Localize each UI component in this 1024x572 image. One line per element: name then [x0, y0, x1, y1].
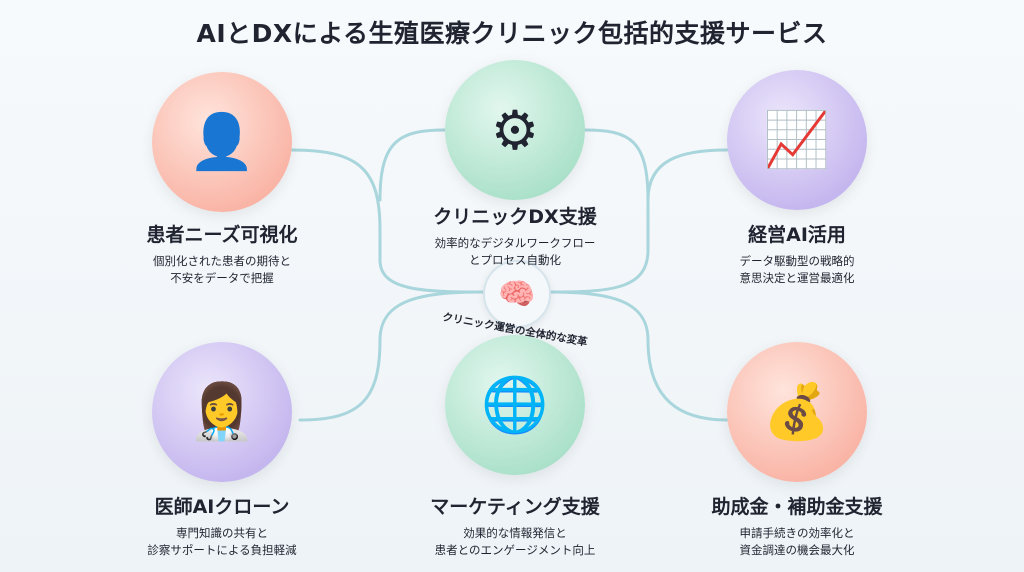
doctor-ai-clone-illustration: 👩‍⚕️ [152, 342, 292, 482]
service-doctor-ai-clone: 医師AIクローン 専門知識の共有と診察サポートによる負担軽減 [92, 492, 352, 559]
service-title: 経営AI活用 [748, 224, 846, 246]
service-desc: とプロセス自動化 [469, 253, 561, 267]
service-title: クリニックDX支援 [433, 206, 597, 228]
hub-brain-gear-icon: 🧠 [483, 260, 551, 328]
marketing-illustration: 🌐 [445, 335, 585, 475]
globe-network-icon: 🌐 [481, 373, 549, 436]
service-desc: 患者とのエンゲージメント向上 [434, 543, 596, 557]
service-desc: 申請手続きの効率化と [739, 526, 855, 540]
coins-document-icon: 💰 [763, 380, 831, 443]
doctor-avatar-icon: 👩‍⚕️ [188, 380, 256, 443]
service-desc: 効率的なデジタルワークフロー [434, 236, 596, 250]
service-desc: データ駆動型の戦略的 [739, 254, 855, 268]
service-desc: 個別化された患者の期待と [153, 254, 291, 268]
patient-feedback-icon: 👤 [188, 110, 256, 173]
service-title: 助成金・補助金支援 [711, 496, 883, 518]
service-clinic-dx: クリニックDX支援 効率的なデジタルワークフローとプロセス自動化 [385, 202, 645, 269]
clinic-dx-illustration: ⚙ [445, 60, 585, 200]
service-desc: 効果的な情報発信と [463, 526, 567, 540]
management-ai-illustration: 📈 [727, 70, 867, 210]
service-desc: 意思決定と運営最適化 [739, 271, 855, 285]
page-title: AIとDXによる生殖医療クリニック包括的支援サービス [196, 19, 828, 48]
service-desc: 不安をデータで把握 [170, 271, 274, 285]
subsidy-illustration: 💰 [727, 342, 867, 482]
patient-needs-illustration: 👤 [152, 72, 292, 212]
service-title: 患者ニーズ可視化 [146, 224, 298, 246]
service-desc: 資金調達の機会最大化 [739, 543, 855, 557]
analytics-chart-icon: 📈 [763, 108, 831, 171]
service-marketing: マーケティング支援 効果的な情報発信と患者とのエンゲージメント向上 [385, 492, 645, 559]
service-management-ai: 経営AI活用 データ駆動型の戦略的意思決定と運営最適化 [667, 220, 927, 287]
service-patient-needs: 患者ニーズ可視化 個別化された患者の期待と不安をデータで把握 [92, 220, 352, 287]
service-title: マーケティング支援 [430, 496, 600, 518]
service-desc: 診察サポートによる負担軽減 [147, 543, 297, 557]
service-title: 医師AIクローン [154, 496, 290, 518]
service-desc: 専門知識の共有と [176, 526, 268, 540]
service-subsidy: 助成金・補助金支援 申請手続きの効率化と資金調達の機会最大化 [667, 492, 927, 559]
gears-arrow-icon: ⚙ [490, 98, 540, 162]
